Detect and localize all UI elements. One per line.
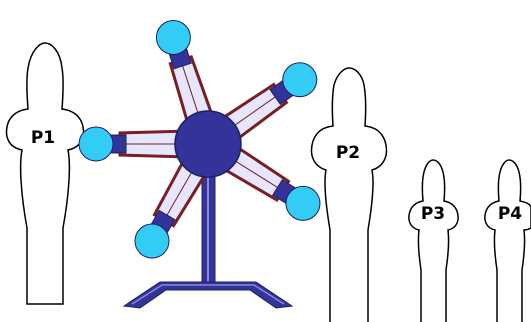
wheel-ball bbox=[285, 185, 321, 221]
stand-base-highlight bbox=[131, 284, 285, 305]
figure-p2-label: P2 bbox=[336, 143, 360, 163]
figure-p3-outline bbox=[408, 159, 459, 322]
stand-base bbox=[122, 281, 294, 309]
wheel-ball bbox=[134, 223, 170, 259]
figure-p2: P2 bbox=[310, 67, 388, 322]
figure-p1: P1 bbox=[5, 42, 85, 305]
figure-p3-label: P3 bbox=[421, 204, 445, 224]
figure-p1-outline bbox=[5, 42, 85, 305]
figure-p3: P3 bbox=[408, 159, 459, 322]
wheel-ball bbox=[155, 19, 191, 55]
figure-p4-label: P4 bbox=[498, 204, 522, 224]
figure-p2-outline bbox=[310, 67, 388, 322]
wheel-spoke bbox=[109, 129, 190, 159]
wheel-balls bbox=[78, 19, 321, 259]
wheel-stand bbox=[122, 159, 294, 309]
wheel-ball bbox=[78, 126, 114, 162]
figure-p4: P4 bbox=[484, 159, 531, 322]
figure-p1-label: P1 bbox=[31, 128, 55, 148]
wheel-hub bbox=[174, 110, 242, 178]
wheel-ball bbox=[282, 62, 318, 98]
figure-p4-outline bbox=[484, 159, 531, 322]
